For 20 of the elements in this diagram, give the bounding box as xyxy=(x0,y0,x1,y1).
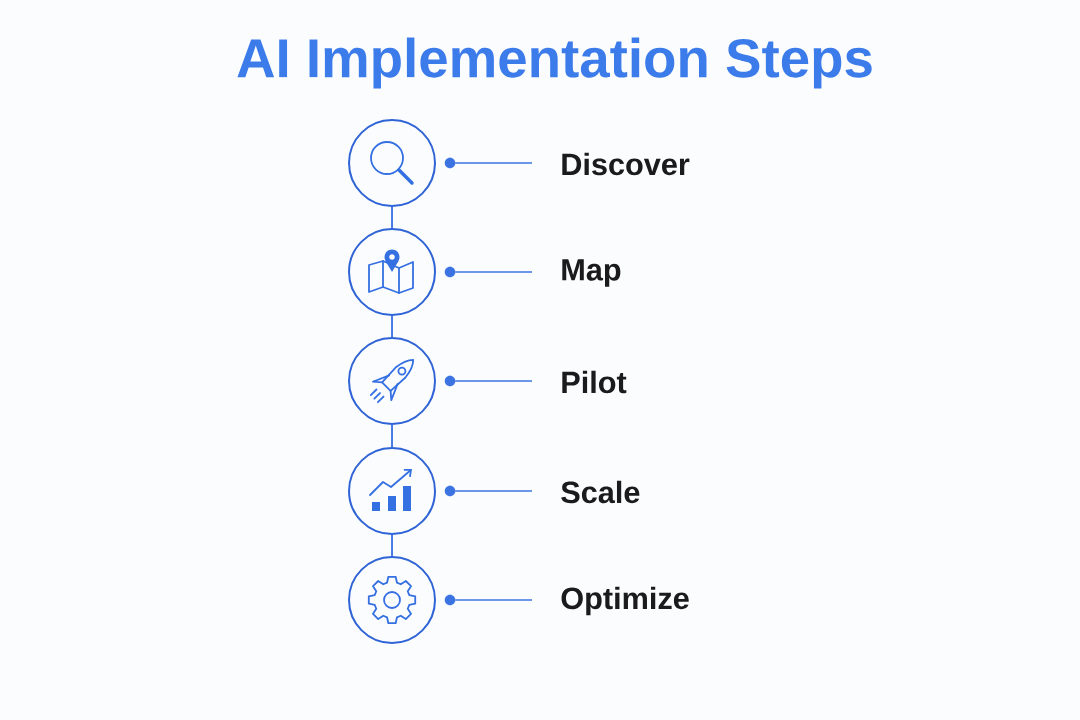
connector-line xyxy=(391,315,393,338)
leader-line xyxy=(454,599,533,601)
step-circle xyxy=(348,228,436,316)
step-label: Pilot xyxy=(562,370,627,394)
step-label: Discover xyxy=(562,152,690,176)
leader-line xyxy=(454,271,533,273)
title: AI Implementation Steps xyxy=(237,37,872,89)
connector-line xyxy=(391,424,393,448)
leader-line xyxy=(454,162,533,164)
step-label: Scale xyxy=(561,480,640,504)
connector-line xyxy=(391,534,393,557)
connector-line xyxy=(391,206,393,229)
leader-line xyxy=(454,490,533,492)
step-circle xyxy=(348,447,436,535)
step-label: Map xyxy=(562,259,621,287)
step-label: Optimize xyxy=(561,586,689,616)
step-circle xyxy=(348,119,436,207)
leader-line xyxy=(454,380,533,382)
step-circle xyxy=(348,337,436,425)
step-circle xyxy=(348,556,436,644)
